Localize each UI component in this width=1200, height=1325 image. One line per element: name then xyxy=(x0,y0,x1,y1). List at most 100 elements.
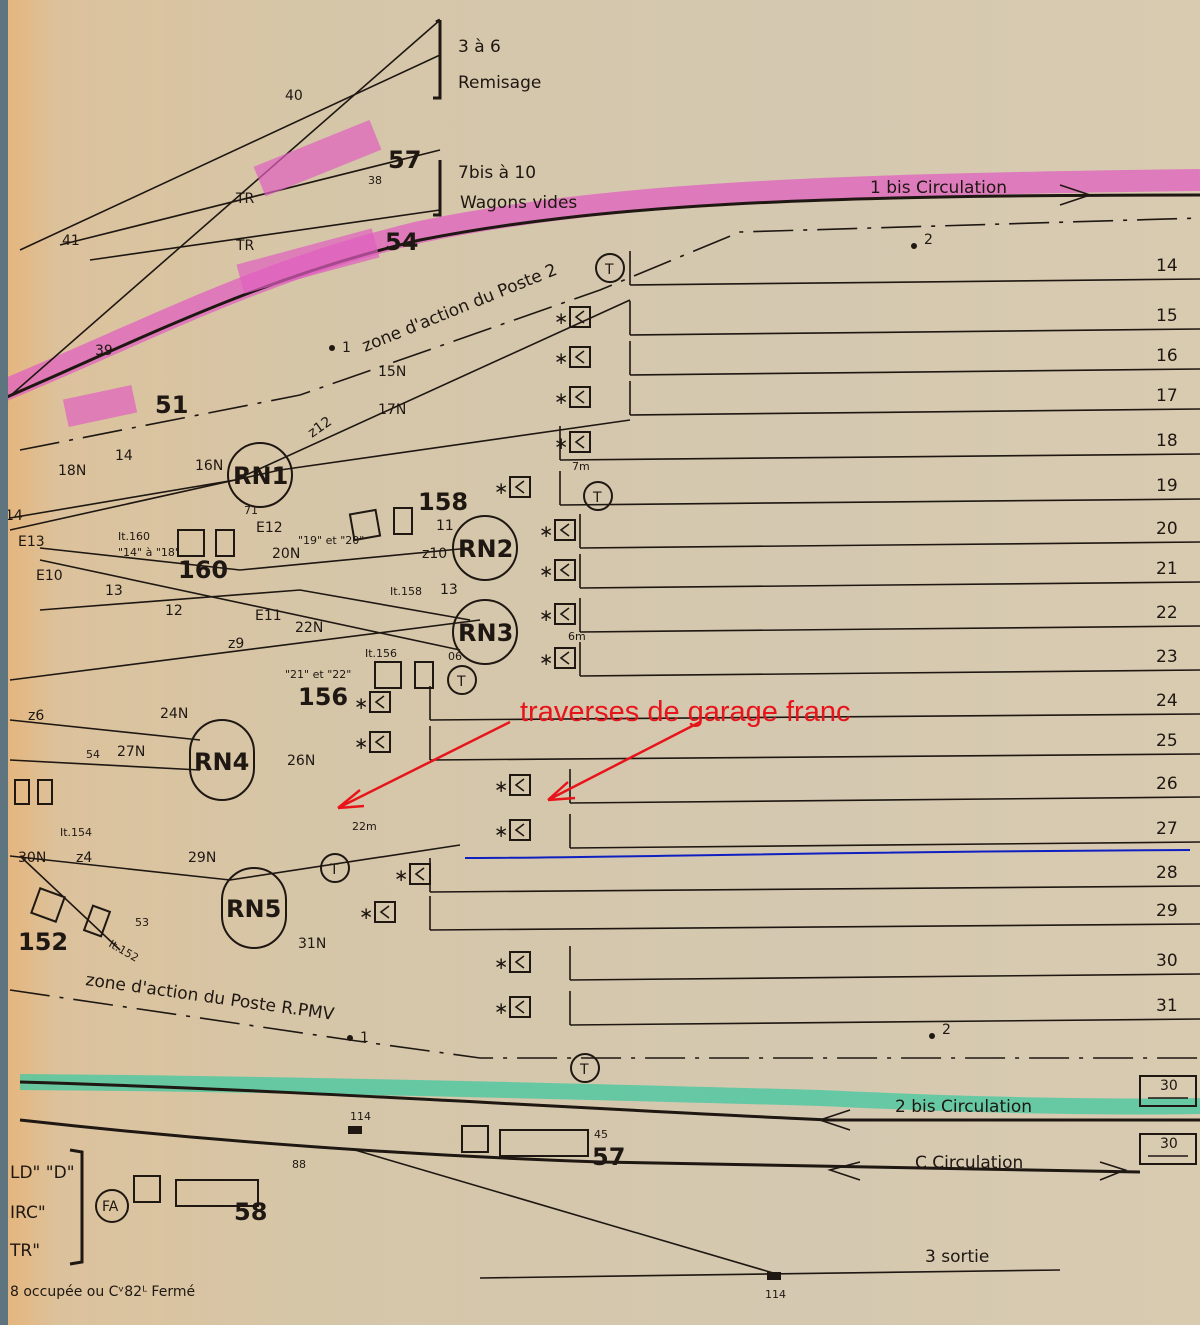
svg-text:57: 57 xyxy=(592,1143,625,1171)
signal-18: ∗ xyxy=(554,431,591,454)
signal-star-icon: ∗ xyxy=(539,562,553,582)
footnote: 8 occupée ou Cᵛ82ᴸ Fermé xyxy=(10,1284,195,1300)
signal-star-icon: ∗ xyxy=(494,954,508,974)
label-57: 57 xyxy=(388,146,421,174)
signal-24: ∗ xyxy=(354,691,391,714)
svg-text:30N: 30N xyxy=(18,850,46,866)
line-2bis-highlight xyxy=(19,1074,1200,1115)
siding-remisage-2 xyxy=(19,54,441,251)
svg-text:26N: 26N xyxy=(287,753,315,769)
route-rn3[interactable]: RN3 xyxy=(452,599,518,665)
lever-box-158 xyxy=(348,508,382,542)
zone-boundary-rpmv xyxy=(9,989,1200,1059)
label-40: 40 xyxy=(285,88,303,104)
signal-star-icon: ∗ xyxy=(494,777,508,797)
route-rn4[interactable]: RN4 xyxy=(189,719,255,801)
track-line-22 xyxy=(579,625,1200,633)
svg-text:14: 14 xyxy=(115,448,133,464)
approach-rn3-b xyxy=(39,589,471,621)
marker-2b: 2 xyxy=(942,1022,951,1038)
track-line-29 xyxy=(429,923,1200,931)
svg-text:It.154: It.154 xyxy=(60,826,92,839)
speed-board-2: 30 xyxy=(1139,1133,1197,1165)
track-line-25 xyxy=(429,753,1200,761)
annotation-traverses: traverses de garage franc xyxy=(520,696,850,728)
svg-text:14: 14 xyxy=(5,508,23,524)
t-marker xyxy=(447,665,477,695)
svg-text:22N: 22N xyxy=(295,620,323,636)
lever-box-160b xyxy=(215,529,235,557)
track-line-14 xyxy=(629,278,1200,286)
arrow-2bis xyxy=(817,1109,851,1131)
signal-23: ∗ xyxy=(539,647,576,670)
label-39: 39 xyxy=(95,343,113,359)
label-54: 54 xyxy=(385,228,418,256)
label-158: 158 xyxy=(418,488,468,516)
label-ld: LD" "D" xyxy=(10,1163,75,1183)
track-number-27: 27 xyxy=(1156,819,1178,839)
svg-text:31N: 31N xyxy=(298,936,326,952)
svg-text:7m: 7m xyxy=(572,460,590,473)
route-rn2[interactable]: RN2 xyxy=(452,515,518,581)
lever-box-152b xyxy=(82,904,112,938)
zone-rpmv-label: zone d'action du Poste R.PMV xyxy=(84,970,335,1025)
track-number-14: 14 xyxy=(1156,256,1178,276)
svg-text:54: 54 xyxy=(86,748,100,761)
signal-17: ∗ xyxy=(554,386,591,409)
signal-star-icon: ∗ xyxy=(554,309,568,329)
lever-box-156 xyxy=(374,661,402,689)
track-line-31 xyxy=(569,1018,1200,1026)
svg-text:17N: 17N xyxy=(378,402,406,418)
svg-text:RN5: RN5 xyxy=(226,895,281,923)
svg-text:z6: z6 xyxy=(28,708,44,724)
route-rn1[interactable]: RN1 xyxy=(227,442,293,508)
zone-boundary-poste2 xyxy=(19,217,1200,451)
track-line-19 xyxy=(559,498,1200,506)
svg-text:It.156: It.156 xyxy=(365,647,397,660)
svg-text:58: 58 xyxy=(234,1198,267,1226)
arrow-c-right xyxy=(1099,1161,1128,1181)
signal-block-57: 57 xyxy=(461,1125,625,1171)
svg-text:6m: 6m xyxy=(568,630,586,643)
route-rn5[interactable]: RN5 xyxy=(221,867,287,949)
t-marker xyxy=(570,1053,600,1083)
t-marker-label: T xyxy=(329,862,339,878)
joint-114b xyxy=(767,1272,781,1280)
track-number-24: 24 xyxy=(1156,691,1178,711)
label-tr-1: TR xyxy=(235,191,255,207)
line-3-label: 3 sortie xyxy=(925,1247,989,1267)
wagons-range: 7bis à 10 xyxy=(458,163,536,183)
svg-text:88: 88 xyxy=(292,1158,306,1171)
svg-text:z9: z9 xyxy=(228,636,244,652)
approach-rn4 xyxy=(9,759,201,771)
bracket-left xyxy=(69,1148,84,1266)
svg-text:24N: 24N xyxy=(160,706,188,722)
line-1bis-label: 1 bis Circulation xyxy=(870,178,1007,198)
line-2bis-track xyxy=(19,1080,1200,1122)
svg-text:30: 30 xyxy=(1160,1136,1178,1152)
track-number-21: 21 xyxy=(1156,559,1178,579)
svg-text:E12: E12 xyxy=(256,520,283,536)
svg-text:RN2: RN2 xyxy=(458,535,513,563)
signal-28: ∗ xyxy=(394,863,431,886)
lever-box-158b xyxy=(393,507,413,535)
track-fan: 1415∗16∗17∗18∗19∗20∗21∗22∗23∗24∗25∗26∗27… xyxy=(320,251,1200,1083)
branch-152 xyxy=(19,855,121,951)
lever-box-156b xyxy=(414,661,434,689)
speed-board-1: 30 xyxy=(1139,1075,1197,1107)
track-line-28 xyxy=(429,885,1200,893)
svg-text:E11: E11 xyxy=(255,608,282,624)
signal-star-icon: ∗ xyxy=(554,434,568,454)
label-156: 156 xyxy=(298,683,348,711)
track-number-16: 16 xyxy=(1156,346,1178,366)
label-114b: 114 xyxy=(765,1288,786,1301)
svg-text:z4: z4 xyxy=(76,850,92,866)
svg-text:30: 30 xyxy=(1160,1078,1178,1094)
signal-16: ∗ xyxy=(554,346,591,369)
label-114a: 114 xyxy=(350,1110,371,1123)
bracket-remisage xyxy=(433,18,442,100)
svg-text:RN1: RN1 xyxy=(233,462,288,490)
lever-box-154 xyxy=(14,779,30,805)
